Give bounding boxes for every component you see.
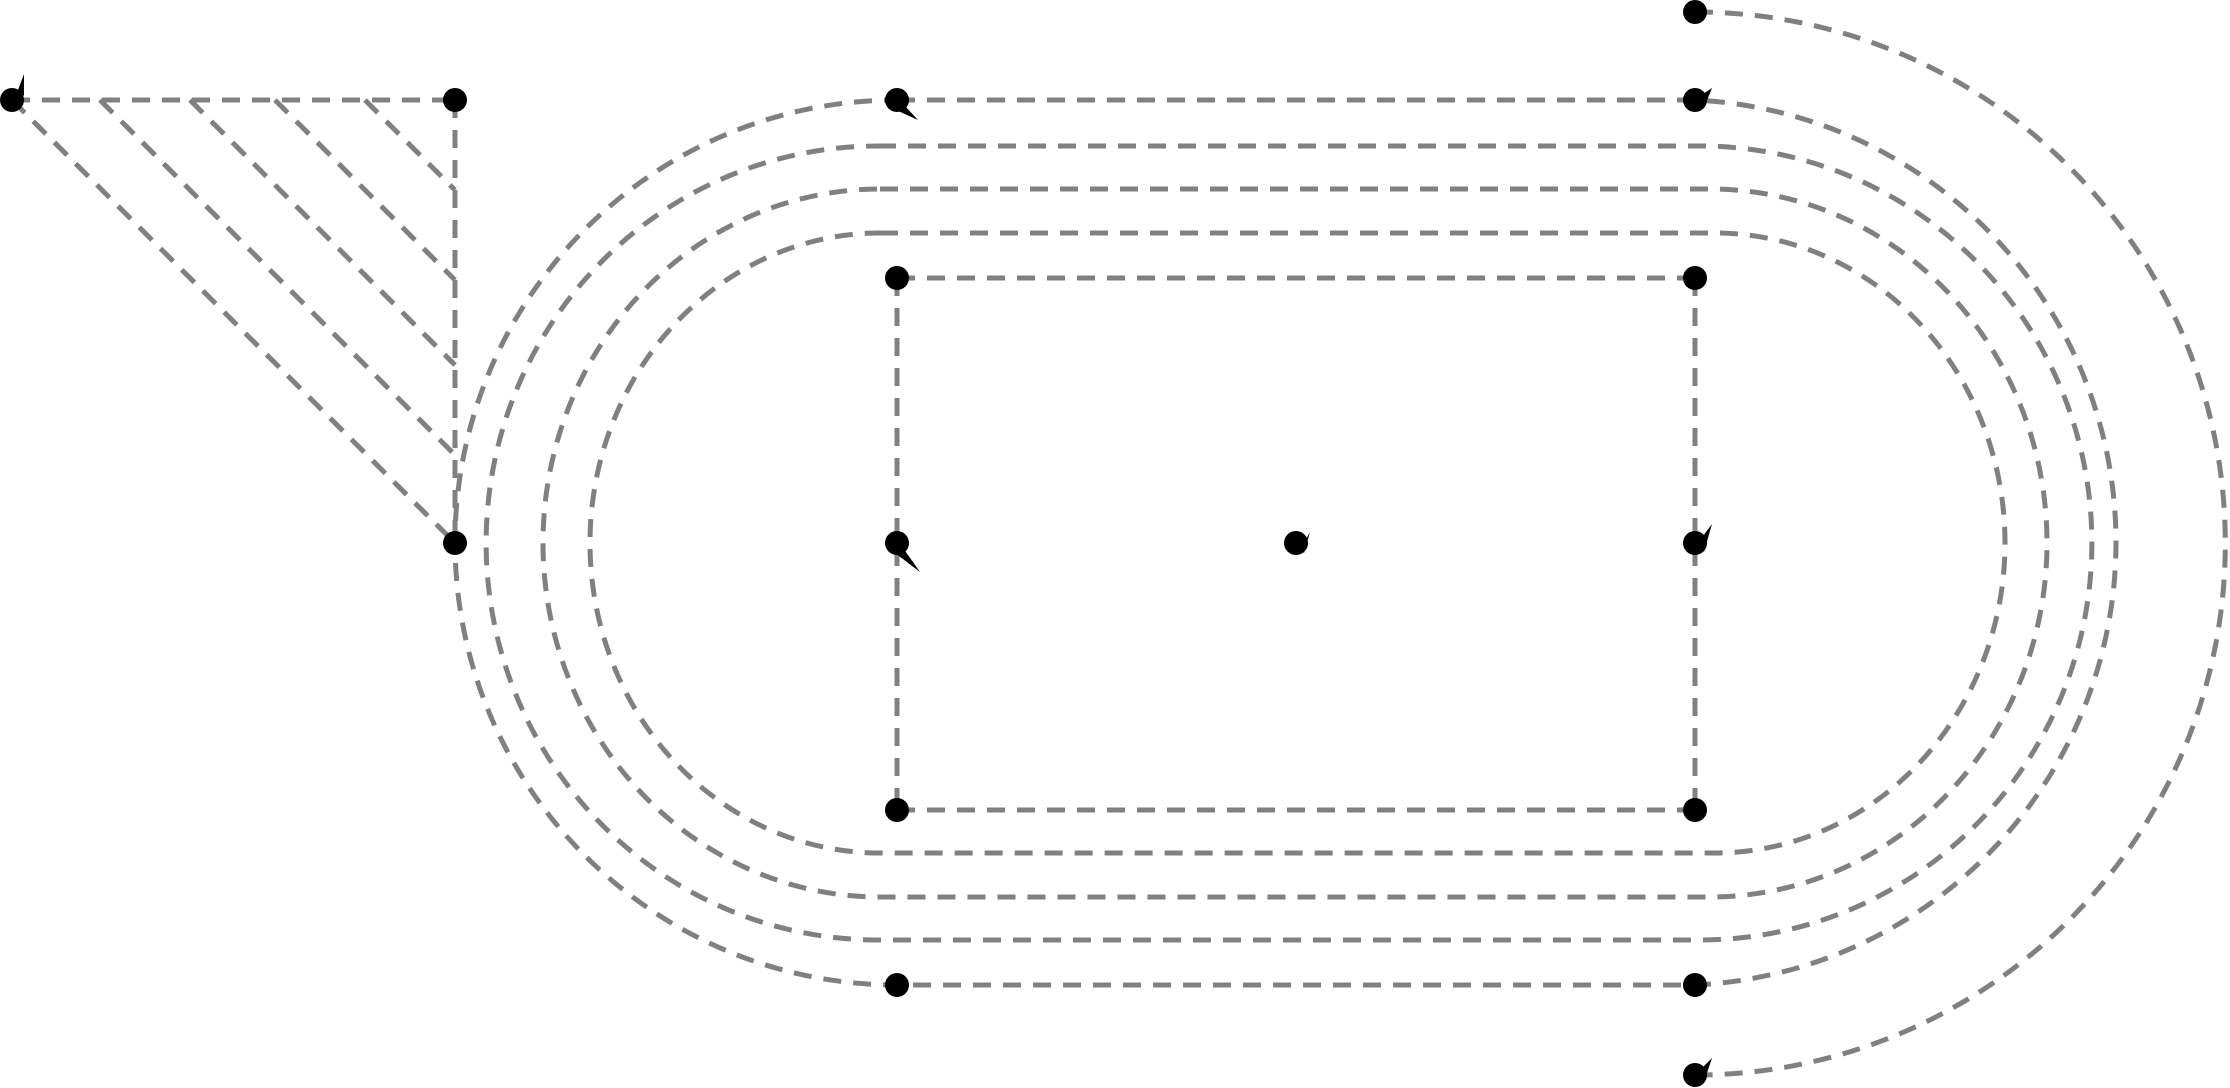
tick-mark [18, 74, 24, 96]
lane-3 [483, 143, 2095, 943]
tick-mark [896, 104, 918, 120]
hatch-line [273, 98, 457, 282]
lane-1 [587, 230, 2008, 856]
point [0, 88, 24, 112]
hatched-triangle [10, 97, 458, 545]
point [443, 88, 467, 112]
triangle-hypotenuse [10, 98, 457, 545]
hatch-line [98, 98, 457, 457]
hatch-line [188, 98, 457, 367]
hatch-line [363, 98, 457, 192]
track-lanes [452, 9, 2228, 1078]
tick-mark [1700, 88, 1712, 108]
point [443, 531, 467, 555]
point [1683, 266, 1707, 290]
direction-ticks [18, 74, 1712, 1082]
tick-mark [1301, 532, 1310, 553]
point [1683, 0, 1707, 24]
point [1683, 973, 1707, 997]
inner-field-rectangle [894, 275, 1698, 813]
point [885, 973, 909, 997]
tick-mark [895, 548, 920, 572]
point [885, 798, 909, 822]
point [1683, 88, 1707, 112]
tick-mark [1700, 1058, 1712, 1082]
point [1683, 798, 1707, 822]
point [1683, 531, 1707, 555]
outer-arc [1694, 9, 2228, 1078]
lane-2 [540, 186, 2050, 900]
point [885, 266, 909, 290]
tick-mark [1700, 524, 1712, 552]
